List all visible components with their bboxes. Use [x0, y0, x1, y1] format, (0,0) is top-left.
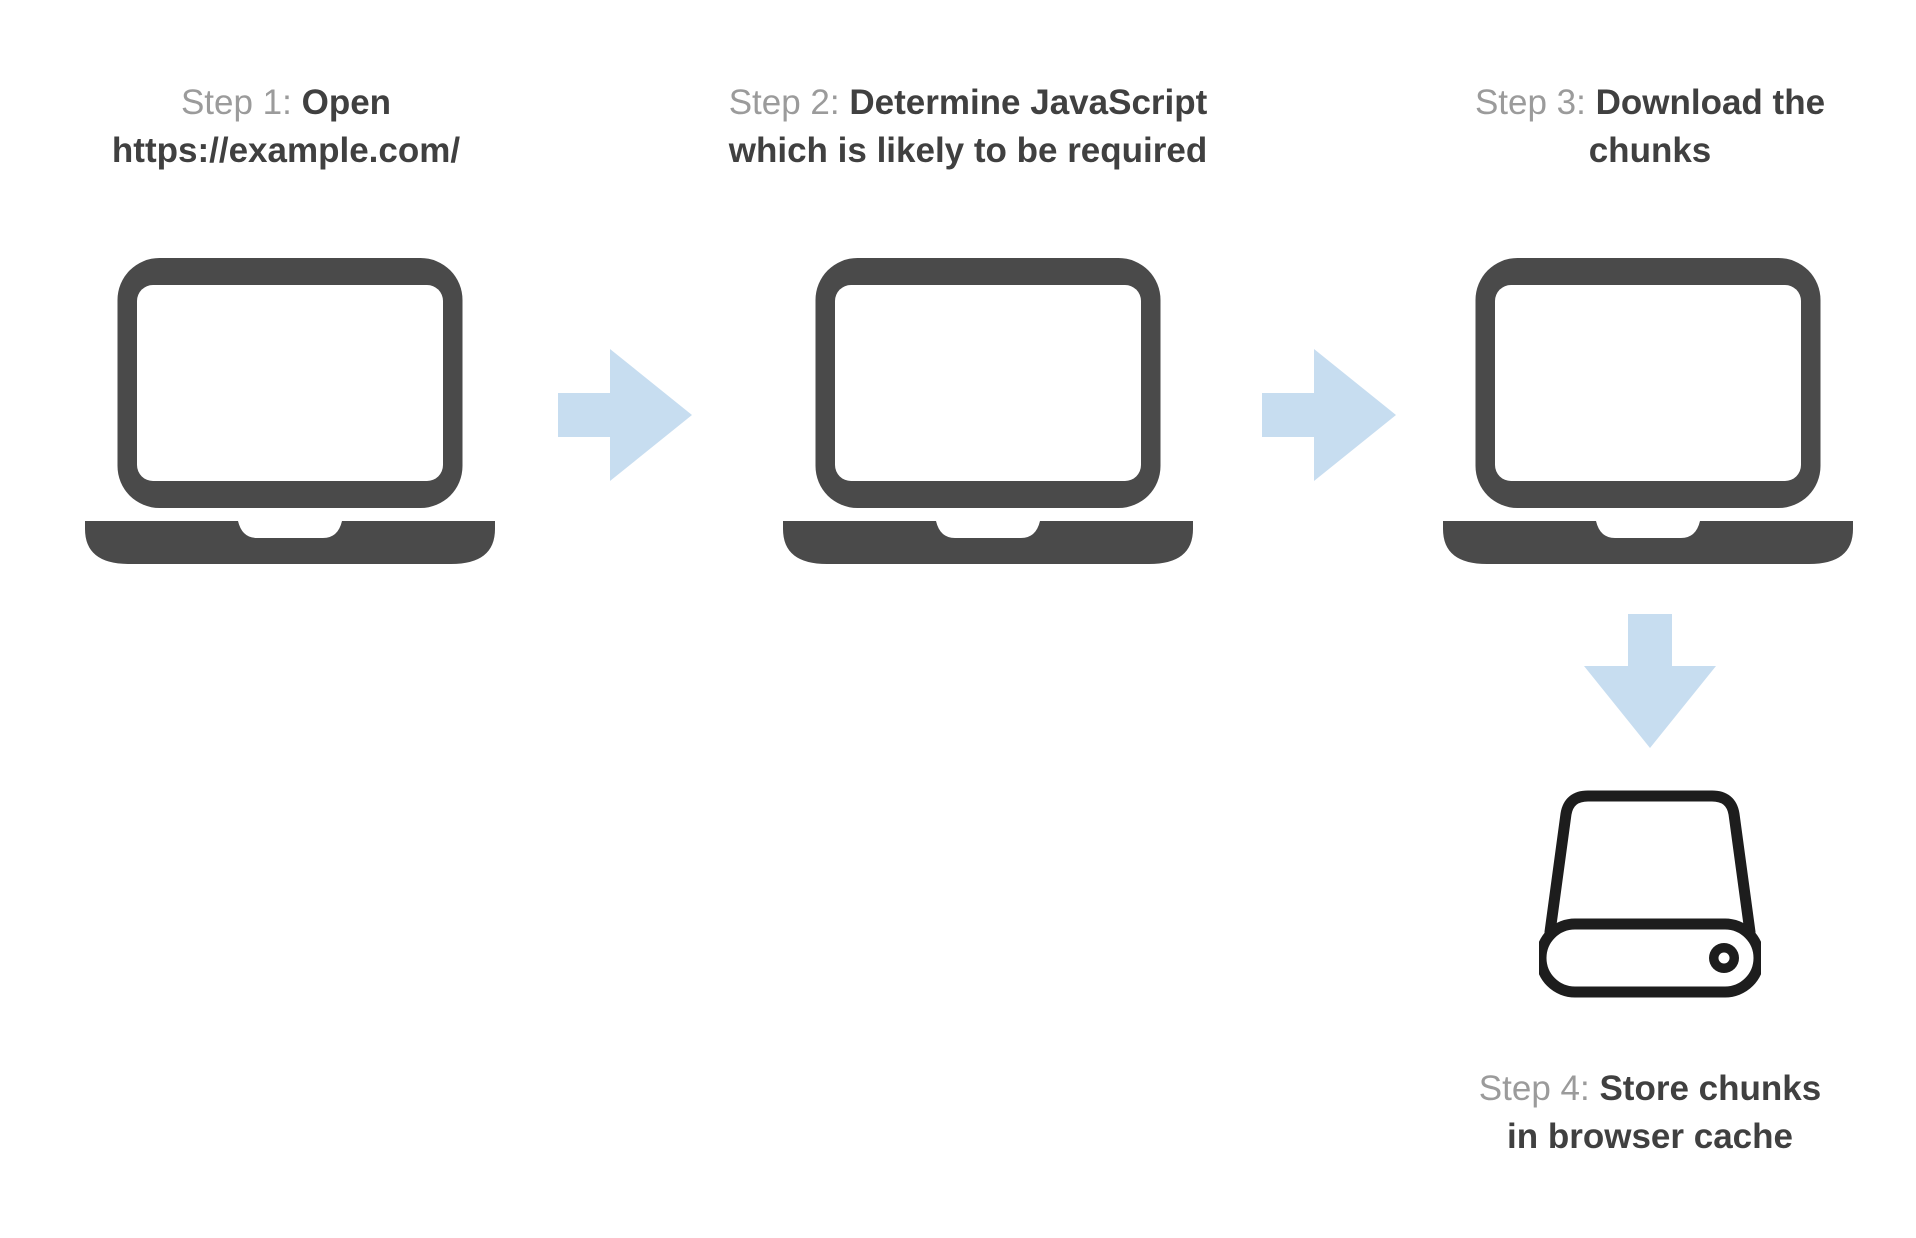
- step-2-caption-line-1: Step 2: Determine JavaScript: [729, 79, 1208, 127]
- arrow-right-icon: [558, 347, 694, 483]
- step-4-number-label: Step 4:: [1478, 1069, 1590, 1108]
- step-2-caption: Step 2: Determine JavaScript which is li…: [729, 79, 1208, 175]
- step-4-caption: Step 4: Store chunks in browser cache: [1479, 1065, 1821, 1161]
- step-1-title-part-2: https://example.com/: [111, 131, 461, 170]
- laptop-icon: [783, 256, 1193, 566]
- step-4-title-part-1: Store chunks: [1599, 1069, 1822, 1108]
- step-4-caption-line-1: Step 4: Store chunks: [1479, 1065, 1821, 1113]
- step-3-caption: Step 3: Download the chunks: [1475, 79, 1825, 175]
- step-3-number-label: Step 3:: [1474, 83, 1586, 122]
- step-1-caption-line-1: Step 1: Open: [112, 79, 460, 127]
- step-3-caption-line-1: Step 3: Download the: [1475, 79, 1825, 127]
- arrow-right-icon: [1262, 347, 1398, 483]
- arrow-down-icon: [1582, 614, 1718, 750]
- step-2-number-label: Step 2:: [728, 83, 840, 122]
- step-2-title-part-2: which is likely to be required: [728, 131, 1208, 170]
- hard-drive-icon: [1539, 790, 1761, 1002]
- step-3-title-part-1: Download the: [1595, 83, 1826, 122]
- step-3-title-part-2: chunks: [1588, 131, 1712, 170]
- step-1-caption: Step 1: Open https://example.com/: [112, 79, 460, 175]
- laptop-icon: [1443, 256, 1853, 566]
- step-2-title-part-1: Determine JavaScript: [849, 83, 1208, 122]
- step-1-title-part-1: Open: [301, 83, 392, 122]
- laptop-icon: [85, 256, 495, 566]
- step-1-number-label: Step 1:: [180, 83, 292, 122]
- step-4-title-part-2: in browser cache: [1507, 1117, 1793, 1156]
